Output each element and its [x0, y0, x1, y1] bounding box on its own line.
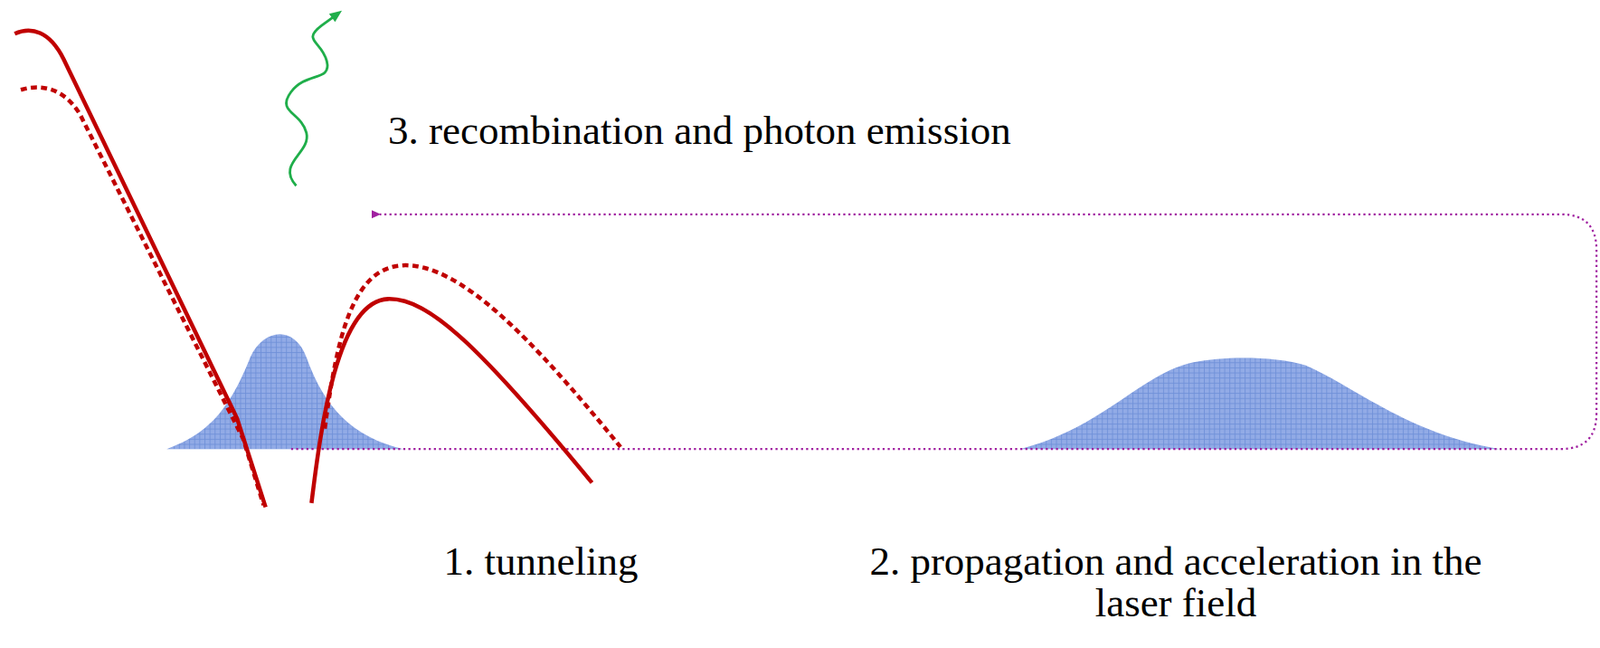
step-label: 2. propagation and acceleration in the l… [863, 539, 1488, 624]
electron-trajectory [291, 214, 1597, 449]
free-wavepacket [1020, 358, 1500, 450]
potential-solid-left [14, 30, 266, 508]
potential-solid-right [311, 298, 592, 503]
step-label: 1. tunneling [444, 539, 639, 582]
potential-dotted-left [20, 86, 264, 505]
potential-dotted-right [324, 265, 621, 447]
step-label: 3. recombination and photon emission [388, 109, 1012, 152]
photon-wave [286, 14, 338, 186]
bound-wavepacket [166, 333, 404, 449]
